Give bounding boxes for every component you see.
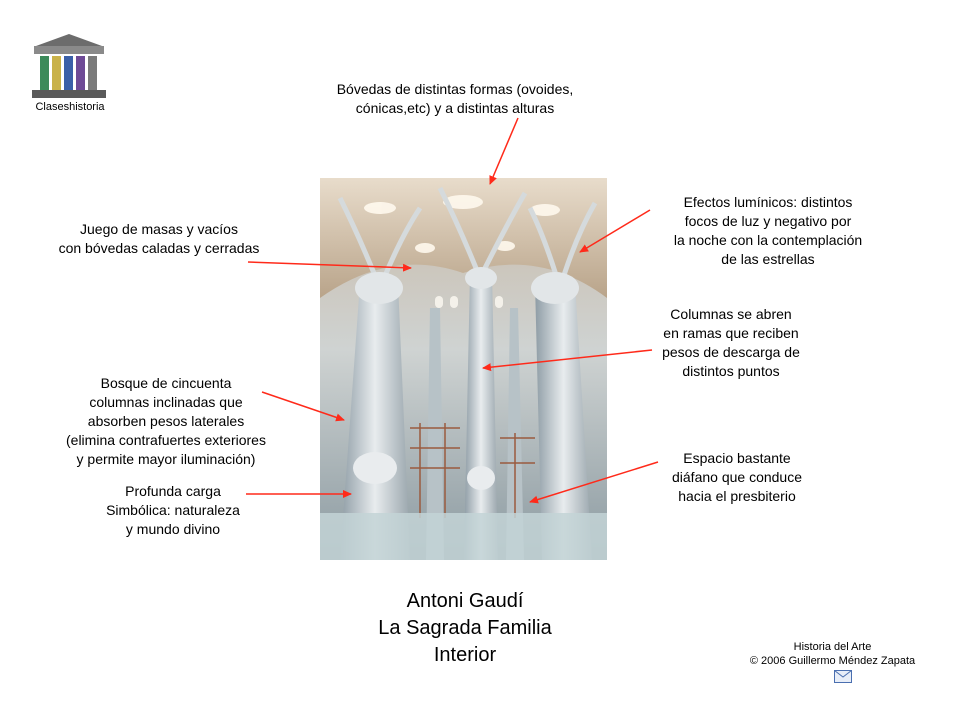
footer-course: Historia del Arte: [793, 641, 872, 653]
temple-logo-icon: [32, 34, 106, 98]
interior-photo: [320, 178, 607, 560]
label-forest: Bosque de cincuenta columnas inclinadas …: [66, 375, 266, 467]
logo-text: Claseshistoria: [35, 101, 105, 113]
arrow-vaults: [489, 117, 519, 185]
label-masses: Juego de masas y vacíos con bóvedas cala…: [58, 221, 260, 256]
label-symbolic: Profunda carga Simbólica: naturaleza y m…: [106, 483, 240, 537]
label-columns-branch: Columnas se abren en ramas que reciben p…: [662, 306, 800, 379]
footer-copyright: © 2006 Guillermo Méndez Zapata: [749, 655, 916, 667]
label-light: Efectos lumínicos: distintos focos de lu…: [673, 194, 863, 267]
slide-title: Antoni Gaudí La Sagrada Familia Interior: [330, 588, 600, 669]
label-vaults: Bóvedas de distintas formas (ovoides, có…: [336, 81, 574, 116]
mail-icon[interactable]: [834, 670, 852, 683]
footer-credits: Historia del Arte © 2006 Guillermo Ménde…: [720, 640, 945, 668]
title-artist: Antoni Gaudí: [406, 590, 524, 612]
label-space: Espacio bastante diáfano que conduce hac…: [672, 450, 802, 504]
title-view: Interior: [433, 644, 497, 666]
title-work: La Sagrada Familia: [378, 617, 552, 639]
